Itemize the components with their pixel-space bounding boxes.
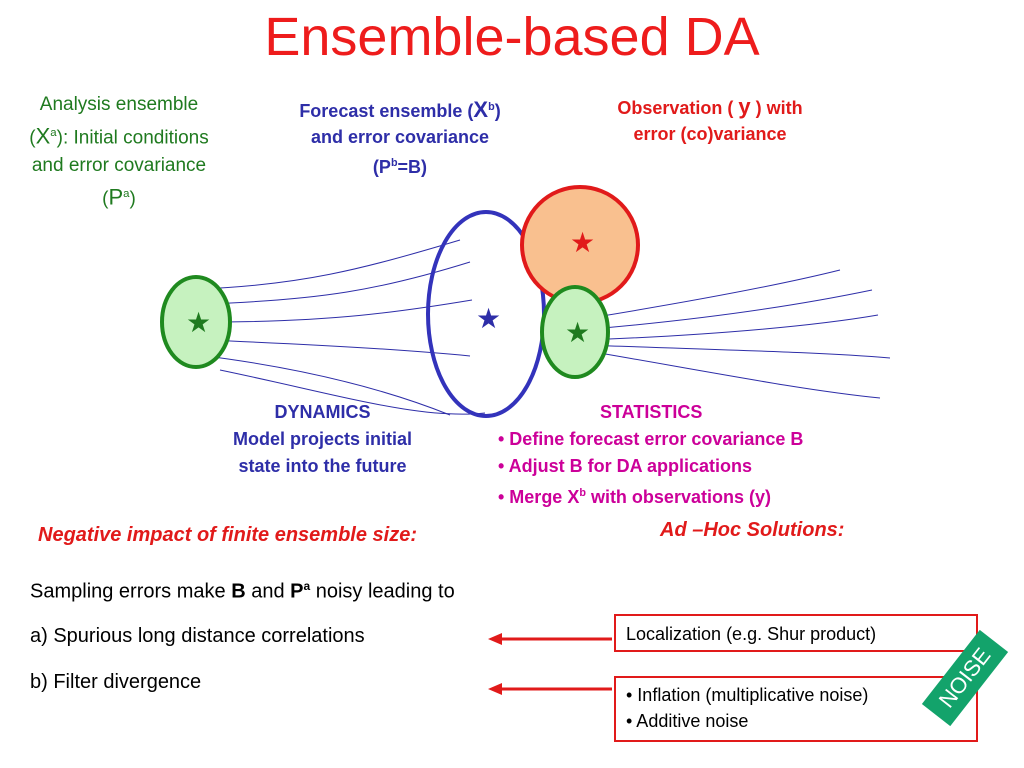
inflation-item-1: • Inflation (multiplicative noise) bbox=[626, 685, 869, 705]
dynamics-text: DYNAMICS Model projects initial state in… bbox=[195, 399, 450, 480]
statistics-item-3: • Merge Xb with observations (y) bbox=[498, 480, 918, 511]
forecast-p-rest: =B) bbox=[397, 157, 428, 177]
forecast-p-symbol: P bbox=[378, 157, 391, 177]
arrow-localization-head bbox=[488, 633, 502, 645]
page-title: Ensemble-based DA bbox=[264, 7, 760, 67]
analysis-line2: (Xa): Initial conditions bbox=[29, 123, 209, 149]
statistics-item-1: • Define forecast error covariance B bbox=[498, 429, 804, 449]
observation-line2: error (co)variance bbox=[633, 124, 787, 144]
dynamics-line2: state into the future bbox=[238, 456, 407, 476]
statistics-heading: STATISTICS bbox=[600, 402, 703, 422]
arrows bbox=[488, 633, 612, 695]
updated-analysis-ellipse bbox=[540, 285, 610, 379]
statistics-item-3-pre: • Merge X bbox=[498, 487, 580, 507]
analysis-ensemble-text: Analysis ensemble (Xa): Initial conditio… bbox=[4, 91, 234, 214]
adhoc-heading: Ad –Hoc Solutions: bbox=[660, 519, 845, 541]
arrow-inflation-head bbox=[488, 683, 502, 695]
negative-impact-heading: Negative impact of finite ensemble size: bbox=[38, 524, 417, 546]
analysis-sup: a bbox=[50, 127, 57, 139]
updated-analysis-star-icon: ★ bbox=[565, 317, 591, 348]
statistics-item-3-sup: b bbox=[579, 487, 586, 499]
dynamics-line1: Model projects initial bbox=[232, 429, 413, 449]
analysis-p-symbol: P bbox=[108, 184, 124, 210]
forecast-line1: Forecast ensemble (Xb) bbox=[299, 97, 501, 122]
dynamics-heading: DYNAMICS bbox=[274, 402, 371, 422]
sampling-errors-text: Sampling errors make B and Pa noisy lead… bbox=[30, 579, 455, 604]
statistics-item-2: • Adjust B for DA applications bbox=[498, 456, 752, 476]
sampling-mid: and bbox=[245, 580, 291, 603]
localization-text: Localization (e.g. Shur product) bbox=[626, 624, 877, 644]
inflation-item-2: • Additive noise bbox=[626, 711, 749, 731]
statistics-list: • Define forecast error covariance B • A… bbox=[498, 426, 918, 511]
forecast-ensemble-text: Forecast ensemble (Xb) and error covaria… bbox=[265, 94, 535, 180]
observation-line1-pre: Observation ( bbox=[617, 98, 739, 118]
forecast-line3: (Pb=B) bbox=[372, 157, 428, 177]
ensemble-trajectories bbox=[197, 239, 891, 416]
forecast-sup: b bbox=[488, 101, 495, 113]
analysis-line1: Analysis ensemble bbox=[39, 94, 199, 115]
sampling-pre: Sampling errors make bbox=[30, 580, 232, 603]
analysis-p-sup: a bbox=[123, 188, 130, 201]
observation-line1-post: ) with bbox=[750, 98, 803, 118]
analysis-ellipse bbox=[160, 275, 232, 369]
sampling-p-sup: a bbox=[303, 579, 311, 593]
analysis-line4: (Pa) bbox=[102, 184, 136, 210]
forecast-star-icon: ★ bbox=[476, 303, 502, 334]
localization-box: Localization (e.g. Shur product) bbox=[614, 614, 978, 652]
statistics-item-3-post: with observations (y) bbox=[585, 487, 771, 507]
observation-symbol: y bbox=[738, 94, 751, 119]
forecast-line1-pre: Forecast ensemble ( bbox=[299, 101, 474, 121]
sampling-b: B bbox=[231, 580, 246, 603]
inflation-box: • Inflation (multiplicative noise) • Add… bbox=[614, 676, 978, 742]
observation-star-icon: ★ bbox=[570, 227, 596, 258]
observation-text: Observation ( y ) with error (co)varianc… bbox=[578, 94, 842, 147]
forecast-symbol: X bbox=[473, 97, 489, 122]
item-a-text: a) Spurious long distance correlations bbox=[30, 625, 365, 647]
forecast-line2: and error covariance bbox=[310, 127, 490, 147]
analysis-line2-rest: ): Initial conditions bbox=[56, 127, 209, 149]
analysis-symbol: X bbox=[35, 123, 51, 149]
analysis-line3: and error covariance bbox=[31, 155, 207, 177]
item-b-text: b) Filter divergence bbox=[30, 671, 202, 693]
observation-line1: Observation ( y ) with bbox=[578, 94, 842, 121]
analysis-star-icon: ★ bbox=[186, 307, 212, 338]
forecast-p-sup: b bbox=[390, 157, 398, 169]
sampling-p: P bbox=[290, 580, 304, 603]
sampling-post: noisy leading to bbox=[310, 580, 455, 603]
